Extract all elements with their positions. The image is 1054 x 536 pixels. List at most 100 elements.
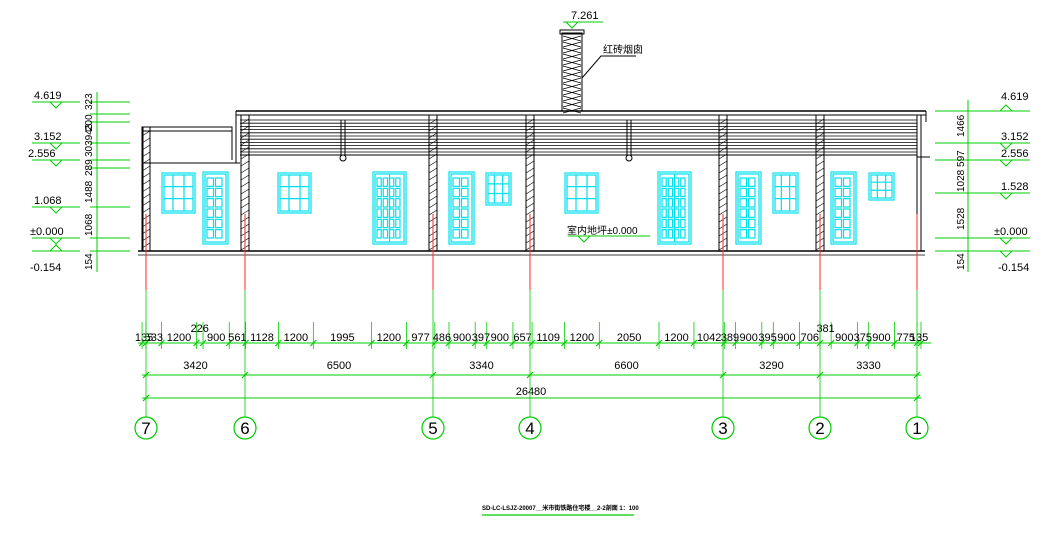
window [564,172,599,214]
right-level-1: 4.619 [1001,91,1029,103]
door [657,171,692,245]
dimension-label: 900 [453,332,471,344]
dimension-label: 900 [491,332,509,344]
dimension-label: 6600 [614,360,638,372]
dimension-label: 135 [910,332,928,344]
window [485,172,512,206]
door [830,171,857,245]
window [772,172,799,214]
chimney-hatch-line [562,101,582,108]
chimney-hatch-line [562,107,582,114]
door [448,171,475,245]
dimension-label: 375 [854,332,872,344]
left-level-6: -0.154 [30,262,61,274]
left-level-1: 4.619 [34,90,62,102]
axis-label: 4 [525,419,534,438]
chimney-hatch-line [562,71,582,78]
right-level-marks: 4.619 3.152 2.556 1.528 ±0.000 -0.154 14… [935,91,1030,274]
chimney-elevation-mark: 7.261 红砖烟囱 [563,10,643,56]
dimension-label: 900 [872,332,890,344]
chimney-label: 红砖烟囱 [603,43,643,56]
dimension-label: 561 [228,332,246,344]
dimension-label: 1200 [664,332,688,344]
right-level-6: -0.154 [998,262,1029,274]
section-walls [141,114,918,290]
chimney-brick-hatch [562,35,582,114]
axis-circle [905,416,929,440]
windows-doors [161,171,895,245]
door [735,171,762,245]
right-height-4: 154 [956,253,967,270]
right-level-4: 1.528 [1001,181,1029,193]
dimension-label: 900 [777,332,795,344]
left-level-2: 3.152 [34,131,62,143]
dimension-label: 397 [472,332,490,344]
dimension-label: 1200 [570,332,594,344]
door [372,171,407,245]
left-level-5: ±0.000 [30,226,64,238]
right-level-5: ±0.000 [994,226,1028,238]
axis-label: 6 [240,419,249,438]
left-height-6: 1068 [84,213,95,236]
chimney-elevation: 7.261 [571,10,599,22]
dimension-label: 3420 [183,360,207,372]
left-height-4: 289 [84,159,95,176]
chimney-hatch-line [562,53,582,60]
dimension-label: 706 [801,332,819,344]
right-level-3: 2.556 [1001,148,1029,160]
left-height-5: 1488 [84,180,95,203]
drawing-title: SD-LC-LSJZ-20007__米市街铁路住宅楼__2-2剖面 1：100 [482,504,639,516]
dimension-label: 2050 [617,332,641,344]
dimension-label: 3340 [469,360,493,372]
dimension-label: 1109 [536,332,560,344]
dimension-label: 381 [816,323,834,335]
dimension-label: 900 [740,332,758,344]
dimension-label: 26480 [516,386,547,398]
door [202,171,229,245]
axis-circle [808,416,832,440]
window [868,172,895,201]
chimney-hatch-line [562,77,582,84]
dimension-label: 1200 [167,332,191,344]
axis-circle [233,416,257,440]
dimension-label: 1200 [377,332,401,344]
dimension-label: 6500 [327,360,351,372]
left-level-marks: 4.619 3.152 2.556 1.068 ±0.000 -0.154 32… [28,90,130,274]
dimension-label: 1200 [284,332,308,344]
window [277,172,312,214]
dimension-label: 395 [758,332,776,344]
chimney-hatch-line [562,47,582,54]
left-height-2: 200 [84,114,95,131]
chimney-hatch-line [562,83,582,90]
dimension-label: 1128 [250,332,274,344]
right-height-3: 1528 [956,207,967,230]
chimney-hatch-line [562,89,582,96]
dimension-label: 135 [135,332,153,344]
axis-label: 7 [141,419,150,438]
dimension-label: 900 [835,332,853,344]
axis-circle [518,416,542,440]
left-level-3: 2.556 [28,148,56,160]
chimney-hatch-line [562,65,582,72]
axis-label: 3 [718,419,727,438]
axis-label: 1 [912,419,921,438]
chimney-hatch-line [562,41,582,48]
dimension-label: 389 [721,332,739,344]
chimney-hatch-line [562,59,582,66]
axis-label: 2 [815,419,824,438]
section-wall [141,126,151,252]
axis-circle [134,416,158,440]
window [161,172,196,214]
left-height-1: 323 [84,93,95,110]
dimension-label: 226 [191,323,209,335]
dimension-label: 3330 [856,360,880,372]
dimension-label: 977 [411,332,429,344]
dimension-label: 486 [433,332,451,344]
dimension-label: 775 [897,332,915,344]
drawing-title-text: SD-LC-LSJZ-20007__米市街铁路住宅楼__2-2剖面 1：100 [482,504,639,512]
dimension-label: 3290 [759,360,783,372]
floor-level-label: 室内地坪±0.000 [567,224,638,237]
